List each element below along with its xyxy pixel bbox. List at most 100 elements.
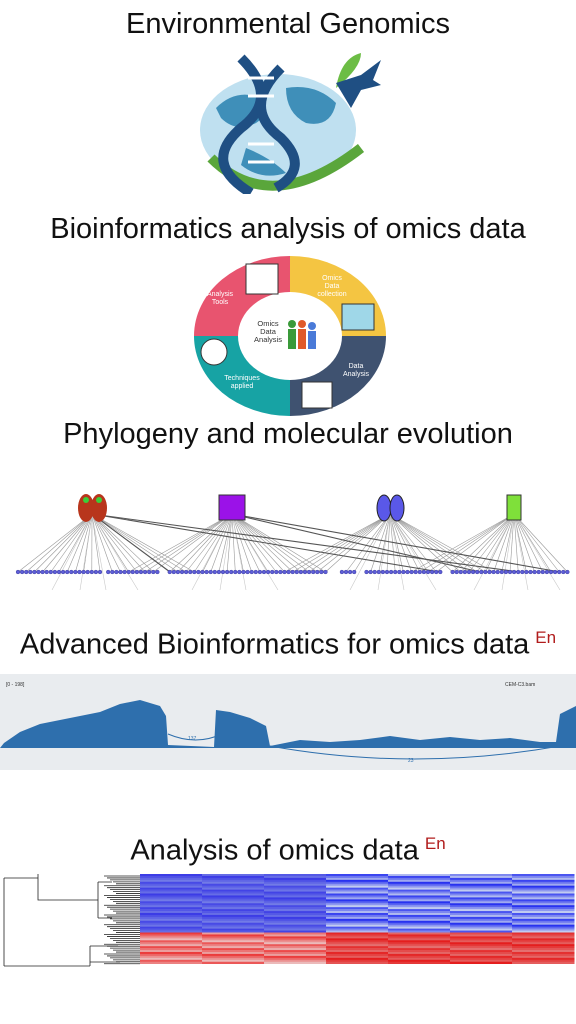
phylogeny-leaf xyxy=(487,569,492,575)
phylogeny-leaf xyxy=(122,569,127,575)
phylogeny-leaf xyxy=(548,569,554,575)
phylogeny-leaf xyxy=(286,569,291,575)
phylogeny-network xyxy=(0,486,576,591)
phylogeny-leaf xyxy=(212,569,217,575)
phylogeny-leaf xyxy=(89,569,94,575)
phylogeny-leaf xyxy=(85,569,90,575)
phylogeny-leaf xyxy=(151,569,156,575)
phylogeny-leaf xyxy=(138,569,144,575)
phylogeny-leaf xyxy=(204,569,209,575)
phylogeny-leaf xyxy=(409,569,414,575)
phylogeny-leaf xyxy=(561,569,566,575)
phylogeny-leaf xyxy=(249,569,254,575)
phylogeny-leaf xyxy=(253,569,258,575)
phylogeny-leaf xyxy=(425,569,431,575)
phylogeny-leaf xyxy=(524,569,529,575)
phylogeny-node-red-2 xyxy=(91,494,107,522)
phylogeny-leaf xyxy=(110,569,115,575)
phylogeny-leaf xyxy=(278,569,283,575)
phylogeny-leaf xyxy=(294,569,299,575)
track-sample-label: CEM-C3.bam xyxy=(505,682,535,688)
phylogeny-leaf xyxy=(270,569,275,575)
phylogeny-leaf xyxy=(376,569,381,575)
phylogeny-node-blue-2 xyxy=(389,494,405,522)
phylogeny-leaf xyxy=(290,569,295,575)
phylogeny-leaf xyxy=(405,569,410,575)
phylogeny-leaf xyxy=(471,569,476,575)
phylogeny-leaf xyxy=(434,569,439,575)
junction-label-a: 137 xyxy=(188,736,197,742)
advanced-title-text: Advanced Bioinformatics for omics data xyxy=(19,628,530,661)
phylogeny-leaf xyxy=(171,569,176,575)
section-title-environmental-genomics: Environmental Genomics xyxy=(126,8,450,40)
phylogeny-leaf xyxy=(229,569,234,575)
phylogeny-leaf xyxy=(302,569,308,575)
phylogeny-leaf xyxy=(495,569,500,575)
phylogeny-leaf xyxy=(134,569,139,575)
phylogeny-leaf xyxy=(81,569,86,575)
phylogeny-leaf xyxy=(307,569,312,575)
phylogeny-leaf xyxy=(65,569,70,575)
language-badge-2: En xyxy=(424,834,446,853)
phylogeny-leaf xyxy=(69,569,74,575)
phylogeny-leaf xyxy=(184,569,189,575)
phylogeny-leaf xyxy=(196,569,201,575)
phylogeny-leaf xyxy=(364,569,369,575)
phylogeny-leaf xyxy=(298,569,303,575)
phylogeny-leaf xyxy=(114,569,119,575)
phylogeny-leaf xyxy=(507,569,513,575)
heatmap-figure xyxy=(0,868,576,970)
phylogeny-leaf xyxy=(192,569,197,575)
phylogeny-leaf xyxy=(257,569,262,575)
language-badge: En xyxy=(535,628,557,647)
phylogeny-leaf xyxy=(97,569,103,575)
phylogeny-leaf xyxy=(32,569,37,575)
phylogeny-leaf xyxy=(343,569,349,575)
phylogeny-leaf xyxy=(479,569,484,575)
phylogeny-leaves xyxy=(15,569,570,575)
phylogeny-leaf xyxy=(143,569,148,575)
phylogeny-leaf xyxy=(557,569,562,575)
phylogeny-leaf xyxy=(24,569,29,575)
phylogeny-leaf xyxy=(311,569,316,575)
phylogeny-leaf xyxy=(155,569,160,575)
phylogeny-leaf xyxy=(393,569,398,575)
people-icon xyxy=(288,320,316,349)
phylogeny-leaf xyxy=(552,569,558,575)
phylogeny-leaf xyxy=(118,569,123,575)
phylogeny-leaf xyxy=(421,569,426,575)
phylogeny-leaf xyxy=(106,569,111,575)
phylogeny-leaf xyxy=(315,569,320,575)
phylogeny-leaf xyxy=(56,569,62,575)
phylogeny-leaf xyxy=(261,569,267,575)
phylogeny-leaf xyxy=(397,569,402,575)
phylogeny-leaf xyxy=(266,569,271,575)
coverage-profile xyxy=(0,700,576,748)
phylogeny-leaf xyxy=(208,569,213,575)
phylogeny-leaf xyxy=(175,569,180,575)
phylogeny-node-purple xyxy=(218,494,246,521)
phylogeny-leaf xyxy=(462,569,467,575)
phylogeny-leaf xyxy=(233,569,238,575)
phylogeny-leaf xyxy=(454,569,459,575)
phylogeny-leaf xyxy=(384,569,390,575)
track-range-label: [0 - 198] xyxy=(6,682,25,688)
phylogeny-leaf xyxy=(126,569,131,575)
phylogeny-leaf xyxy=(237,569,242,575)
heatmap-grid xyxy=(140,874,575,964)
phylogeny-leaf xyxy=(245,569,250,575)
phylogeny-leaf xyxy=(216,569,221,575)
phylogeny-leaf xyxy=(544,569,549,575)
phylogeny-node-green xyxy=(506,494,522,521)
phylogeny-node-red xyxy=(78,494,94,522)
phylogeny-leaf xyxy=(339,569,344,575)
phylogeny-leaf xyxy=(20,569,25,575)
phylogeny-leaf xyxy=(274,569,279,575)
phylogeny-leaf xyxy=(380,569,385,575)
